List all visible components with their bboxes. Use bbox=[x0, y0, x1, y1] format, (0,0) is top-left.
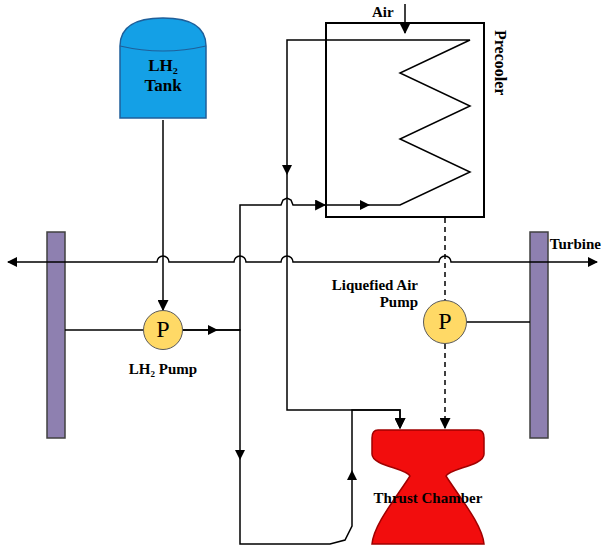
chamber-label: Thrust Chamber bbox=[370, 490, 486, 507]
liquid-air-line bbox=[444, 218, 446, 300]
flow-arrow bbox=[360, 200, 370, 210]
flow-line bbox=[287, 40, 400, 428]
pump-label: Liquefied Air Pump bbox=[308, 277, 418, 312]
air-label: Air bbox=[372, 4, 394, 21]
turbine-rotor bbox=[47, 232, 65, 438]
drive-line bbox=[467, 321, 530, 323]
pump-circle: PLiquefied Air Pump bbox=[423, 300, 467, 344]
flow-line bbox=[183, 330, 400, 544]
turbine-rotor bbox=[530, 232, 548, 438]
pump-symbol: P bbox=[424, 308, 466, 336]
turbine-label: Turbine bbox=[550, 236, 601, 253]
pump-symbol: P bbox=[144, 316, 182, 344]
drive-line bbox=[65, 329, 143, 331]
pump-circle: PLH₂ Pump bbox=[143, 310, 183, 350]
tank-label: LH₂ Tank bbox=[136, 56, 190, 95]
pump-label: LH₂ Pump bbox=[129, 361, 197, 378]
turbine-shaft bbox=[8, 256, 597, 262]
fuel-tank: LH₂ Tank bbox=[118, 16, 208, 120]
chamber-outline bbox=[370, 428, 486, 546]
flow-line bbox=[183, 198, 325, 330]
precooler-label: Precooler bbox=[491, 30, 509, 95]
thrust-chamber: Thrust Chamber bbox=[370, 428, 486, 546]
air-inlet-arrow bbox=[404, 4, 406, 33]
flow-line bbox=[162, 120, 164, 310]
precooler-box: Precooler bbox=[325, 22, 485, 218]
liquid-air-line bbox=[444, 344, 446, 428]
precooler-coil bbox=[325, 40, 470, 205]
